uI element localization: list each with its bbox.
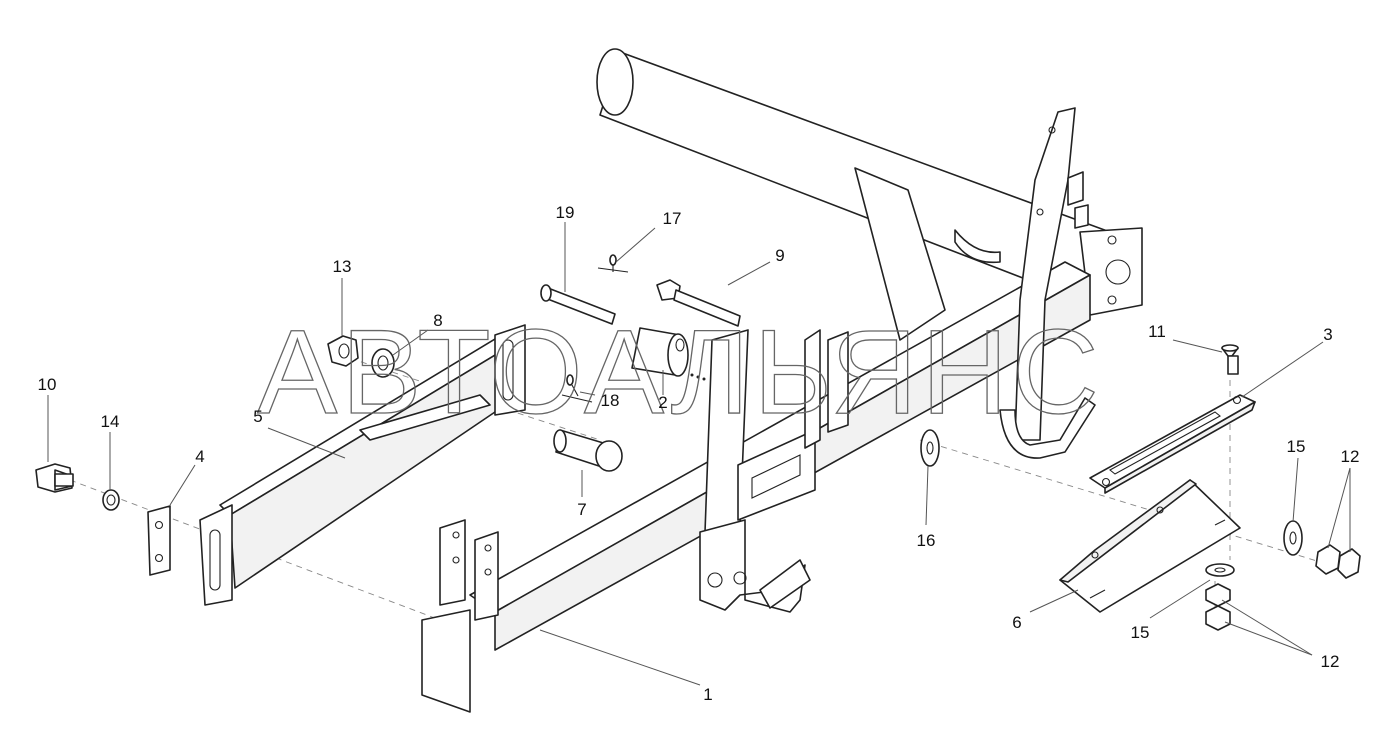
callout-10: 10 — [38, 375, 57, 394]
nut-item-12-d — [1205, 605, 1231, 631]
callout-17: 17 — [663, 209, 682, 228]
nut-item-12-c — [1205, 583, 1231, 607]
watermark-text: АВТОАЛЬЯНС — [257, 305, 1102, 439]
callout-13: 13 — [333, 257, 352, 276]
callout-15-b: 15 — [1131, 623, 1150, 642]
sleeve-item-2 — [631, 327, 706, 381]
nut-item-13 — [327, 335, 359, 367]
washer-item-16 — [920, 429, 940, 467]
callout-5: 5 — [253, 407, 262, 426]
washer-item-15-b — [1205, 563, 1235, 577]
callout-6: 6 — [1012, 613, 1021, 632]
callout-9: 9 — [775, 246, 784, 265]
callout-7: 7 — [577, 500, 586, 519]
screw-item-11 — [1221, 344, 1239, 375]
rear-hook-bracket — [999, 107, 1096, 459]
plate-item-4 — [147, 505, 171, 576]
callout-15-a: 15 — [1287, 437, 1306, 456]
bolt-item-9 — [656, 279, 741, 327]
callout-4: 4 — [195, 447, 204, 466]
washer-item-15-a — [1283, 520, 1303, 556]
bolt-item-10 — [35, 463, 74, 493]
nut-item-12-a — [1315, 544, 1341, 575]
callout-8: 8 — [433, 311, 442, 330]
callout-14: 14 — [101, 412, 120, 431]
cotter-pin-item-17 — [597, 254, 629, 273]
pin-item-19 — [540, 284, 616, 325]
strip-item-3 — [1089, 394, 1256, 494]
cotter-pin-item-18 — [561, 374, 593, 403]
callout-labels: 1 2 3 4 5 6 7 8 9 10 11 12 12 13 14 15 1… — [38, 203, 1360, 704]
leader-lines — [47, 222, 1351, 686]
bracket-item-6 — [1059, 479, 1241, 613]
callout-12-a: 12 — [1341, 447, 1360, 466]
callout-16: 16 — [917, 531, 936, 550]
diagonal-brace — [854, 167, 946, 341]
callout-2: 2 — [658, 393, 667, 412]
rail-item-5 — [199, 324, 526, 606]
callout-12-b: 12 — [1321, 652, 1340, 671]
nut-item-12-b — [1337, 548, 1361, 579]
bushing-item-8 — [371, 348, 395, 378]
middle-bracket — [699, 329, 849, 613]
callout-18: 18 — [601, 391, 620, 410]
tube-clip — [954, 229, 1001, 264]
callout-1: 1 — [703, 685, 712, 704]
pin-item-7 — [553, 429, 623, 472]
callout-3: 3 — [1323, 325, 1332, 344]
callout-11: 11 — [1148, 322, 1166, 341]
washer-item-14 — [102, 489, 120, 511]
callout-19: 19 — [556, 203, 575, 222]
